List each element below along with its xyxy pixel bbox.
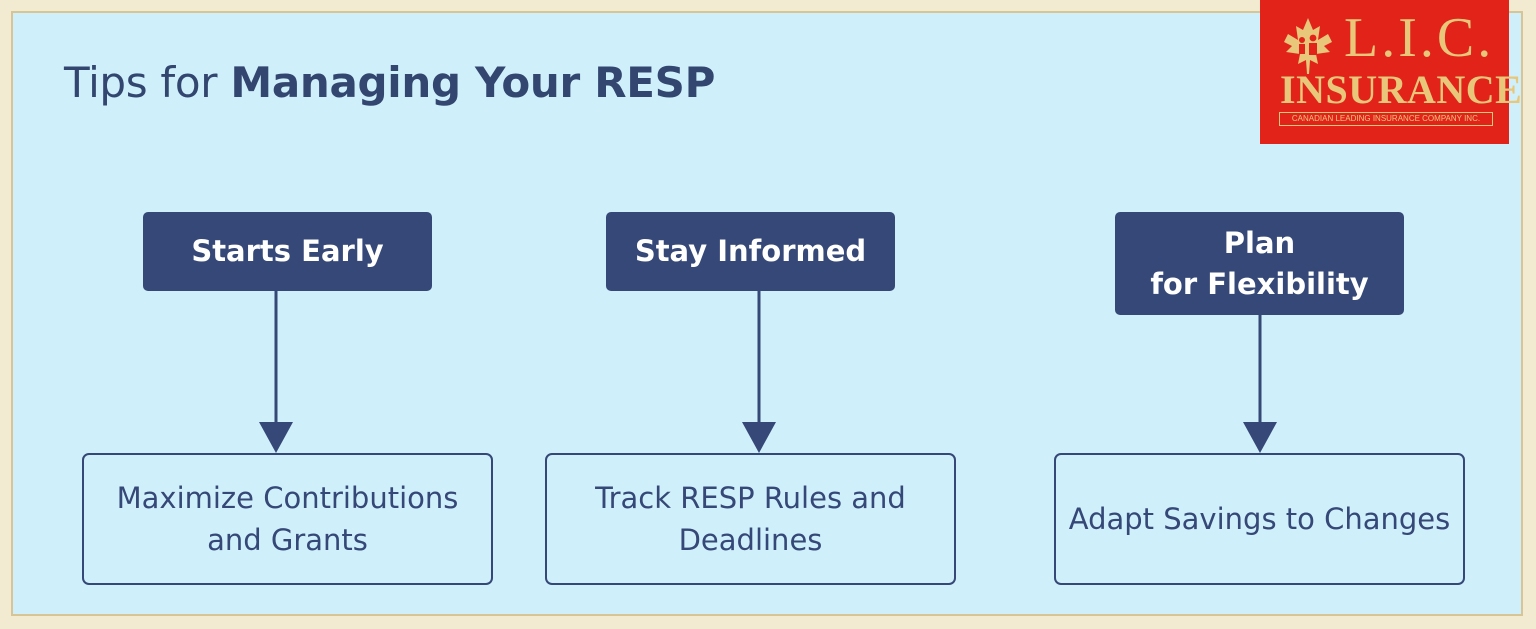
- tip-detail-label: Adapt Savings to Changes: [1068, 502, 1451, 536]
- tip-heading-label: Stay Informed: [634, 234, 867, 268]
- logo-insurance: INSURANCE: [1280, 67, 1523, 112]
- tip-heading-label: Starts Early: [191, 234, 384, 268]
- arrow-3: [1243, 315, 1277, 453]
- tip-detail-label: Track RESP Rules and Deadlines: [595, 481, 906, 557]
- tip-heading-stay-informed: Stay Informed: [606, 212, 895, 291]
- arrow-2: [742, 291, 776, 453]
- tip-detail-label: Maximize Contributions and Grants: [116, 481, 459, 557]
- arrow-1: [259, 291, 293, 453]
- title-bold: Managing Your RESP: [230, 58, 716, 107]
- logo-name: L.I.C.: [1344, 7, 1495, 69]
- tip-detail-track: Track RESP Rules and Deadlines: [545, 453, 956, 585]
- tip-heading-start-early: Starts Early: [143, 212, 432, 291]
- tip-heading-plan-flexibility: Plan for Flexibility: [1115, 212, 1404, 315]
- tip-detail-maximize: Maximize Contributions and Grants: [82, 453, 493, 585]
- company-logo: L.I.C. INSURANCE CANADIAN LEADING INSURA…: [1260, 0, 1522, 144]
- logo-tagline: CANADIAN LEADING INSURANCE COMPANY INC.: [1279, 112, 1493, 126]
- title-prefix: Tips for: [64, 58, 231, 107]
- tip-heading-label: Plan for Flexibility: [1150, 225, 1369, 301]
- tip-detail-adapt: Adapt Savings to Changes: [1054, 453, 1465, 585]
- maple-leaf-family-icon: [1284, 18, 1332, 74]
- page-title: Tips for Managing Your RESP: [64, 58, 715, 107]
